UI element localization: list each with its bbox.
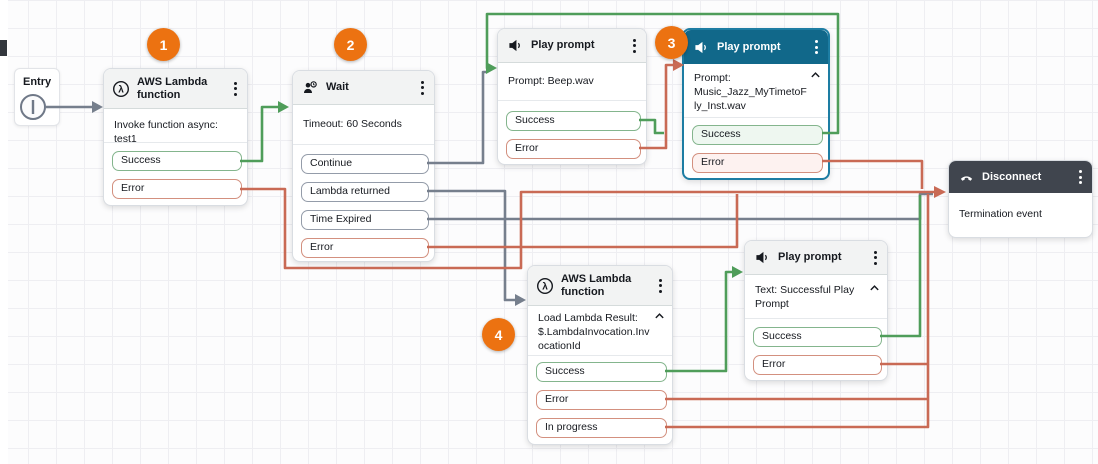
- wire-wait-lambdareturned-to-lambda2: [427, 189, 516, 302]
- node-play-prompt-beep[interactable]: Play prompt Prompt: Beep.wav Success Err…: [497, 28, 647, 165]
- node-title: Play prompt: [717, 40, 781, 53]
- arrowhead-into-lambda2: [515, 294, 526, 306]
- kebab-menu-icon[interactable]: [872, 248, 879, 268]
- node-aws-lambda-2[interactable]: λ AWS Lambda function Load Lambda Result…: [527, 265, 673, 445]
- node-title: Play prompt: [531, 39, 595, 52]
- node-disconnect[interactable]: Disconnect Termination event: [948, 160, 1093, 238]
- port-error[interactable]: Error: [301, 238, 429, 258]
- kebab-menu-icon[interactable]: [657, 276, 664, 296]
- node-title: Wait: [326, 81, 349, 94]
- arrowhead-into-lambda1: [92, 101, 103, 113]
- node-wait[interactable]: Wait Timeout: 60 Seconds Continue Lambda…: [292, 70, 435, 262]
- collapse-chevron-icon[interactable]: [654, 311, 665, 323]
- wire-wait-continue-to-beep: [427, 70, 486, 165]
- node-title: Play prompt: [778, 251, 842, 264]
- node-summary: Prompt: Beep.wav: [498, 63, 646, 101]
- arrowhead-into-disconnect: [934, 186, 946, 198]
- node-summary: Prompt: Music_Jazz_MyTimetoFly_Inst.wav: [684, 64, 828, 118]
- kebab-menu-icon[interactable]: [1077, 167, 1084, 187]
- collapse-chevron-icon[interactable]: [869, 283, 880, 295]
- node-header: Wait: [293, 71, 434, 105]
- node-header: Play prompt: [684, 30, 828, 64]
- speaker-icon: [753, 250, 771, 265]
- port-error[interactable]: Error: [692, 153, 823, 173]
- node-title: Disconnect: [982, 170, 1042, 183]
- kebab-menu-icon[interactable]: [419, 78, 426, 98]
- kebab-menu-icon[interactable]: [631, 36, 638, 56]
- node-header: λ AWS Lambda function: [528, 266, 672, 306]
- canvas-left-strip: [0, 0, 8, 464]
- lambda-icon: λ: [536, 277, 554, 295]
- port-lambda-returned[interactable]: Lambda returned: [301, 182, 429, 202]
- node-summary: Termination event: [959, 208, 1042, 220]
- entry-node[interactable]: Entry: [14, 68, 60, 126]
- arrowhead-into-successprompt: [732, 266, 743, 278]
- node-title: AWS Lambda function: [561, 273, 632, 298]
- order-badge-2: 2: [334, 28, 367, 61]
- collapse-chevron-icon[interactable]: [810, 70, 821, 82]
- svg-text:λ: λ: [118, 84, 124, 95]
- order-badge-3: 3: [655, 26, 688, 59]
- entry-label: Entry: [23, 76, 52, 88]
- wait-user-clock-icon: [301, 80, 319, 96]
- node-play-prompt-music-selected[interactable]: Play prompt Prompt: Music_Jazz_MyTimetoF…: [682, 28, 830, 180]
- port-success[interactable]: Success: [692, 125, 823, 145]
- wire-lambda2-success-to-successprompt: [665, 270, 734, 373]
- node-summary: Text: Successful Play Prompt: [745, 275, 887, 319]
- lambda-icon: λ: [112, 80, 130, 98]
- wire-wait-timeexpired-to-disconnect: [427, 192, 933, 221]
- port-error[interactable]: Error: [536, 390, 667, 410]
- port-success[interactable]: Success: [536, 362, 667, 382]
- port-success[interactable]: Success: [506, 111, 641, 131]
- port-error[interactable]: Error: [753, 355, 882, 375]
- port-success[interactable]: Success: [753, 327, 882, 347]
- port-error[interactable]: Error: [112, 179, 242, 199]
- svg-text:λ: λ: [542, 281, 548, 292]
- cropped-ui-fragment: [0, 40, 7, 56]
- node-title: AWS Lambda function: [137, 76, 208, 101]
- node-aws-lambda-1[interactable]: λ AWS Lambda function Invoke function as…: [103, 68, 248, 206]
- port-continue[interactable]: Continue: [301, 154, 429, 174]
- port-in-progress[interactable]: In progress: [536, 418, 667, 438]
- arrowhead-into-wait: [278, 101, 289, 113]
- wire-wait-error-to-disconnect: [427, 194, 739, 249]
- node-play-prompt-success[interactable]: Play prompt Text: Successful Play Prompt…: [744, 240, 888, 381]
- kebab-menu-icon[interactable]: [813, 37, 820, 57]
- order-badge-4: 4: [482, 318, 515, 351]
- node-header: Play prompt: [498, 29, 646, 63]
- port-error[interactable]: Error: [506, 139, 641, 159]
- speaker-icon: [692, 40, 710, 55]
- node-header: Disconnect: [949, 161, 1092, 193]
- node-summary: Timeout: 60 Seconds: [293, 105, 434, 145]
- port-success[interactable]: Success: [112, 151, 242, 171]
- speaker-icon: [506, 38, 524, 53]
- node-header: λ AWS Lambda function: [104, 69, 247, 109]
- node-summary: Invoke function async: test1: [104, 109, 247, 145]
- port-time-expired[interactable]: Time Expired: [301, 210, 429, 230]
- arrowhead-into-beep: [486, 62, 497, 74]
- kebab-menu-icon[interactable]: [232, 79, 239, 99]
- order-badge-1: 1: [147, 28, 180, 61]
- node-summary: Load Lambda Result: $.LambdaInvocation.I…: [528, 306, 672, 356]
- node-header: Play prompt: [745, 241, 887, 275]
- phone-down-icon: [957, 170, 975, 185]
- wire-music-error-to-disconnect: [822, 159, 924, 189]
